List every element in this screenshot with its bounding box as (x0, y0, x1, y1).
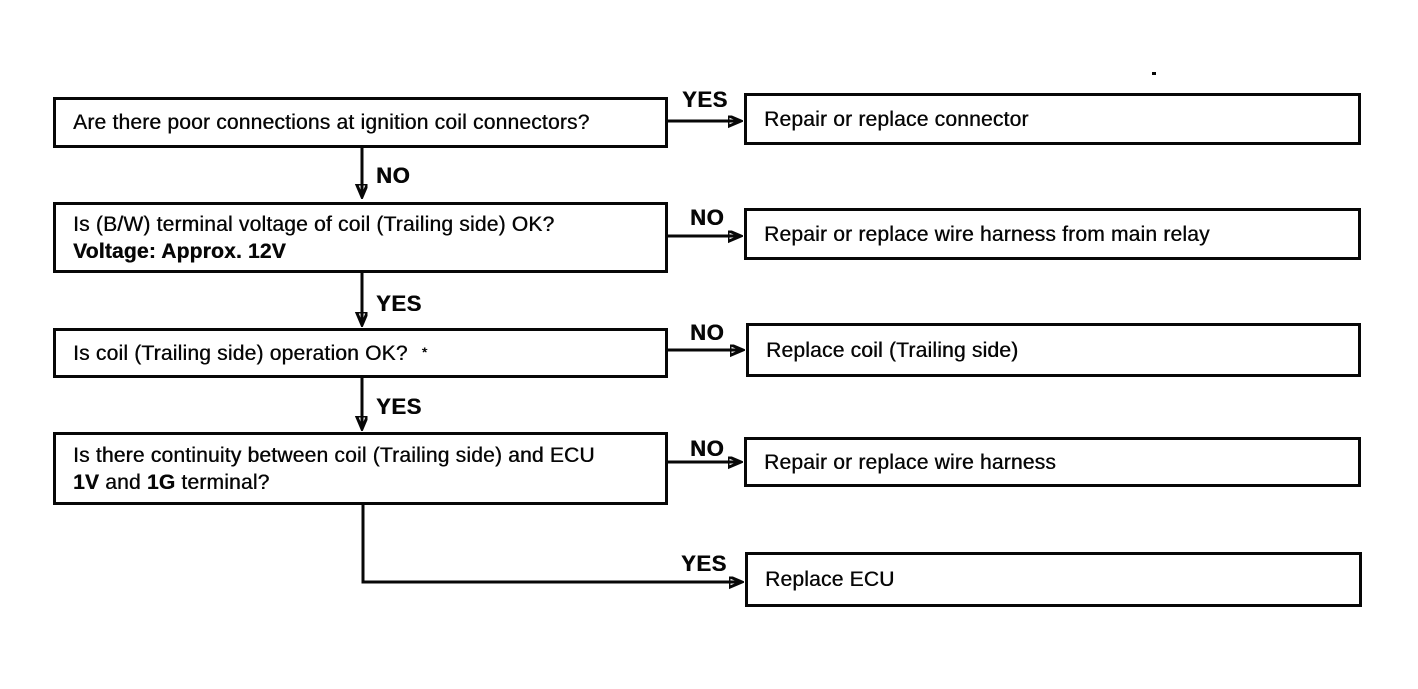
node-text: Replace coil (Trailing side) (766, 338, 1019, 362)
flow-node-action-replace-ecu: Replace ECU (745, 552, 1362, 607)
node-text: Is coil (Trailing side) operation OK? * (73, 339, 651, 367)
edge-label-q3-yes: YES (376, 394, 422, 419)
flow-node-action-replace-coil: Replace coil (Trailing side) (746, 323, 1361, 377)
flow-node-action-repair-connector: Repair or replace connector (744, 93, 1361, 145)
flow-node-question-coil-operation: Is coil (Trailing side) operation OK? * (53, 328, 668, 378)
flow-node-question-terminal-voltage: Is (B/W) terminal voltage of coil (Trail… (53, 202, 668, 273)
edge-label-q3-no: NO (690, 320, 725, 345)
edge-label-q2-no: NO (690, 205, 725, 230)
node-text: Repair or replace wire harness (764, 450, 1056, 474)
flow-node-question-continuity-ecu: Is there continuity between coil (Traili… (53, 432, 668, 505)
node-text-line1: Is (B/W) terminal voltage of coil (Trail… (73, 212, 555, 236)
node-text: Are there poor connections at ignition c… (73, 111, 590, 134)
edge-label-q1-yes: YES (682, 87, 728, 112)
flow-node-question-coil-connectors: Are there poor connections at ignition c… (53, 97, 668, 148)
edge-label-q4-no: NO (690, 436, 725, 461)
footnote-asterisk: * (421, 344, 428, 360)
edge-label-q2-yes: YES (376, 291, 422, 316)
node-text: Replace ECU (765, 568, 895, 591)
node-text-sep: and (99, 470, 147, 494)
node-text: Repair or replace wire harness from main… (764, 222, 1210, 246)
node-text-voltage-spec: Voltage: Approx. 12V (73, 239, 286, 263)
node-text-tail: terminal? (175, 470, 270, 494)
flow-node-action-repair-harness: Repair or replace wire harness (744, 437, 1361, 487)
terminal-1g-label: 1G (146, 470, 176, 494)
node-text: Repair or replace connector (764, 107, 1029, 131)
node-text-main: Is coil (Trailing side) operation OK? (73, 342, 408, 365)
node-text-line1: Is there continuity between coil (Traili… (73, 443, 595, 467)
edge-label-q1-no: NO (376, 163, 411, 188)
terminal-1v-label: 1V (73, 470, 100, 494)
flow-node-action-repair-harness-main-relay: Repair or replace wire harness from main… (744, 208, 1361, 260)
scan-speck-artifact (1152, 72, 1156, 75)
node-text-line2: 1V and 1G terminal? (73, 469, 651, 496)
edge-label-q4-yes: YES (681, 551, 727, 576)
